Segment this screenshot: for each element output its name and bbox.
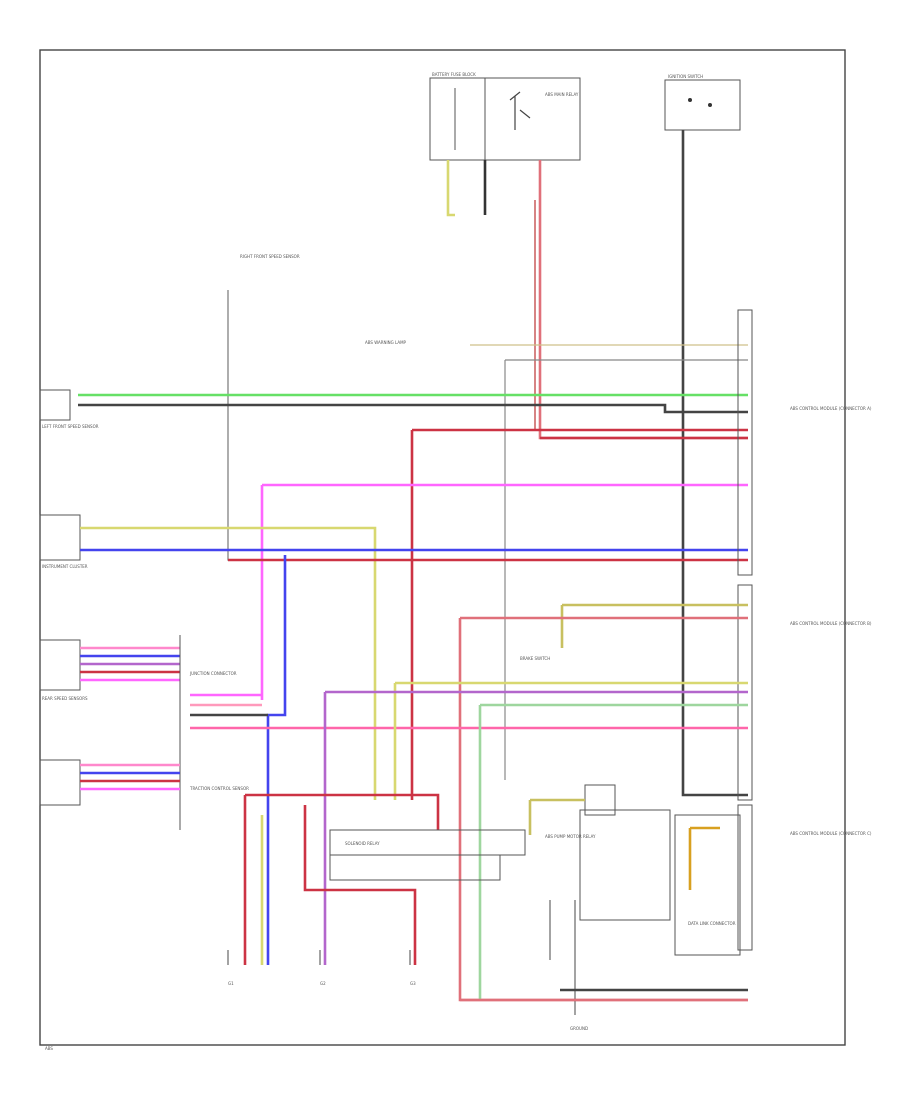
rear-speed-sensor-box — [39, 639, 81, 691]
ecu-c-label: ABS CONTROL MODULE (CONNECTOR C) — [790, 831, 872, 836]
relay-icon — [509, 91, 531, 130]
data-link-label: DATA LINK CONNECTOR — [688, 921, 736, 926]
orange-link-wire — [688, 826, 720, 890]
instrument-yellow-wire — [80, 526, 377, 800]
fuse-yellow-wire — [446, 160, 455, 217]
diagram-frame — [39, 49, 846, 1046]
ignition-switch-box — [664, 79, 741, 131]
ground-bottom-label: GROUND — [570, 1026, 588, 1031]
violet-wire — [323, 690, 748, 965]
pink-wire — [260, 483, 748, 700]
ignition-label: IGNITION SWITCH — [668, 74, 703, 79]
instrument-label: INSTRUMENT CLUSTER — [42, 564, 88, 569]
traction-sensor-box — [39, 759, 81, 806]
abs-pump-label: ABS PUMP MOTOR RELAY — [545, 834, 596, 839]
ignition-black-wire — [681, 130, 748, 797]
ecu-b-label: ABS CONTROL MODULE (CONNECTOR B) — [790, 621, 872, 626]
junction-label: JUNCTION CONNECTOR — [189, 671, 237, 676]
rear-speed-label: REAR SPEED SENSORS — [42, 696, 88, 701]
ground-left-label: G1 — [228, 981, 234, 986]
gray-ground-wire — [227, 290, 748, 561]
red-ecu-wire — [410, 428, 748, 800]
solenoid-label: SOLENOID RELAY — [345, 841, 380, 846]
red-loop-wire — [245, 793, 440, 830]
instrument-cluster-box — [39, 514, 81, 561]
ground-right-label: G3 — [410, 981, 416, 986]
abs-warning-label: ABS WARNING LAMP — [365, 340, 407, 345]
battery-fuse-block — [429, 77, 581, 161]
left-sensor-label: LEFT FRONT SPEED SENSOR — [42, 424, 99, 429]
ecu-connector-a — [737, 309, 753, 576]
footer-label: ABS — [45, 1046, 53, 1051]
relay-label: ABS MAIN RELAY — [545, 92, 579, 97]
pink-return-wire — [458, 616, 748, 1002]
data-link-connector — [674, 814, 741, 956]
battery-box-label: BATTERY FUSE BLOCK — [432, 72, 476, 77]
black-sensor-wire — [78, 403, 748, 414]
speed-sensor-label: RIGHT FRONT SPEED SENSOR — [240, 254, 300, 259]
ground-mid-label: G2 — [320, 981, 326, 986]
left-speed-sensor — [39, 389, 71, 421]
ecu-a-label: ABS CONTROL MODULE (CONNECTOR A) — [790, 406, 872, 411]
brake-switch-label: BRAKE SWITCH — [520, 656, 550, 661]
brake-switch-wire — [560, 603, 748, 648]
traction-label: TRACTION CONTROL SENSOR — [189, 786, 249, 791]
blue-vertical-wire — [266, 555, 287, 965]
ecu-connector-c — [737, 804, 753, 951]
